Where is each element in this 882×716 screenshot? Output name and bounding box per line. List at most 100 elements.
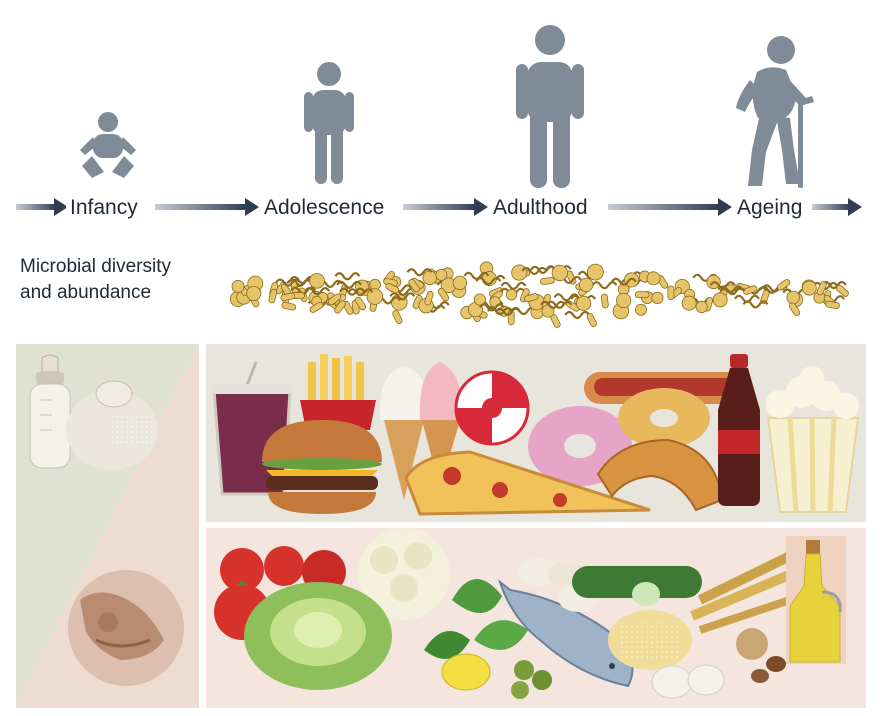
rod-microbe <box>523 293 539 303</box>
spiral-microbe <box>347 288 374 297</box>
wheat-icon <box>690 551 798 634</box>
arrow-4 <box>608 198 732 216</box>
coccus-microbe <box>586 263 604 281</box>
timeline-arrows <box>16 198 862 216</box>
coccus-microbe <box>511 264 528 281</box>
soda-cup-icon <box>212 361 292 496</box>
processed-food-panel <box>206 344 866 522</box>
spiral-microbe <box>611 277 637 286</box>
coccus-microbe <box>801 280 817 296</box>
microbial-diversity-label: Microbial diversity and abundance <box>20 254 220 306</box>
spiral-microbe <box>692 273 719 282</box>
baby-icon <box>80 112 136 178</box>
spiral-microbe <box>540 300 566 309</box>
rod-microbe <box>777 279 791 291</box>
lemon-icon <box>441 653 491 691</box>
pizza-slice-icon <box>404 450 651 516</box>
spiral-microbe <box>287 278 314 287</box>
coccus-microbe <box>646 271 661 286</box>
cabbage-icon <box>244 582 392 690</box>
spiral-microbe <box>334 272 361 281</box>
coccus-microbe <box>576 295 592 311</box>
cola-bottle-icon <box>718 354 760 506</box>
rod-microbe <box>309 301 324 313</box>
chickpeas-icon <box>608 610 692 670</box>
rod-microbe <box>392 310 403 325</box>
spiral-microbe <box>812 281 839 291</box>
rod-microbe <box>788 302 801 316</box>
rod-microbe <box>385 283 400 294</box>
spiral-microbe <box>478 303 505 312</box>
rod-microbe <box>437 287 450 302</box>
coccus-microbe <box>246 285 262 301</box>
whole-food-panel <box>206 528 866 708</box>
spiral-microbe <box>389 292 416 301</box>
coccus-microbe <box>616 292 632 309</box>
rod-microbe <box>600 293 609 309</box>
formula-scoop-icon <box>66 368 158 470</box>
coccus-microbe <box>435 268 448 281</box>
popcorn-icon <box>766 366 860 513</box>
spiral-microbe <box>500 281 527 290</box>
spiral-microbe <box>406 268 433 277</box>
arrow-5 <box>812 198 862 216</box>
rod-microbe <box>327 293 342 306</box>
lollipop-icon <box>454 370 530 446</box>
coccus-microbe <box>681 295 697 311</box>
rod-microbe <box>281 301 297 311</box>
spiral-microbe <box>546 300 573 309</box>
spiral-microbe <box>463 271 490 280</box>
coccus-microbe <box>579 277 594 292</box>
coccus-microbe <box>712 292 728 308</box>
arrow-1 <box>16 198 68 216</box>
stage-label-infancy: Infancy <box>66 196 142 220</box>
rod-microbe <box>743 285 758 295</box>
olives-icon <box>511 660 552 699</box>
rod-microbe <box>667 285 675 301</box>
stage-label-ageing: Ageing <box>733 196 807 220</box>
burger-icon <box>262 420 382 514</box>
spiral-microbe <box>475 277 502 286</box>
coccus-microbe <box>422 270 438 285</box>
spinach-icon <box>424 578 528 659</box>
fish-icon <box>497 579 634 688</box>
spiral-microbe <box>494 307 521 316</box>
rod-microbe <box>816 281 827 296</box>
stage-label-adolescence: Adolescence <box>260 196 389 220</box>
arrow-3 <box>403 198 488 216</box>
stage-label-adulthood: Adulthood <box>489 196 592 220</box>
coccus-microbe <box>551 264 569 282</box>
spiral-microbe <box>591 281 618 290</box>
coccus-microbe <box>231 279 245 293</box>
adult-icon <box>516 25 584 188</box>
rod-microbe <box>354 296 367 311</box>
coccus-microbe <box>366 288 384 305</box>
rod-microbe <box>424 290 434 306</box>
microbial-diversity-label-line2: and abundance <box>20 282 152 303</box>
coccus-microbe <box>695 300 708 313</box>
rod-microbe <box>836 284 849 297</box>
spiral-microbe <box>339 287 365 296</box>
spiral-microbe <box>336 280 363 289</box>
infant-diet-panel <box>16 344 199 708</box>
spiral-microbe <box>564 310 591 320</box>
coccus-microbe <box>452 275 468 291</box>
rod-microbe <box>268 288 278 304</box>
arrow-2 <box>155 198 259 216</box>
microbe-cloud <box>229 261 849 328</box>
rod-microbe <box>586 313 597 328</box>
rod-microbe <box>280 292 296 302</box>
spiral-microbe <box>553 293 580 302</box>
rod-microbe <box>566 270 577 285</box>
spiral-microbe <box>487 307 513 316</box>
microbial-diversity-label-line1: Microbial diversity <box>20 256 171 277</box>
rod-microbe <box>408 279 420 293</box>
cucumber-icon <box>572 566 702 606</box>
rod-microbe <box>334 300 346 314</box>
coccus-microbe <box>309 272 325 289</box>
spiral-microbe <box>742 300 769 309</box>
coccus-microbe <box>473 293 486 306</box>
rod-microbe <box>540 277 555 285</box>
spiral-microbe <box>820 280 847 290</box>
